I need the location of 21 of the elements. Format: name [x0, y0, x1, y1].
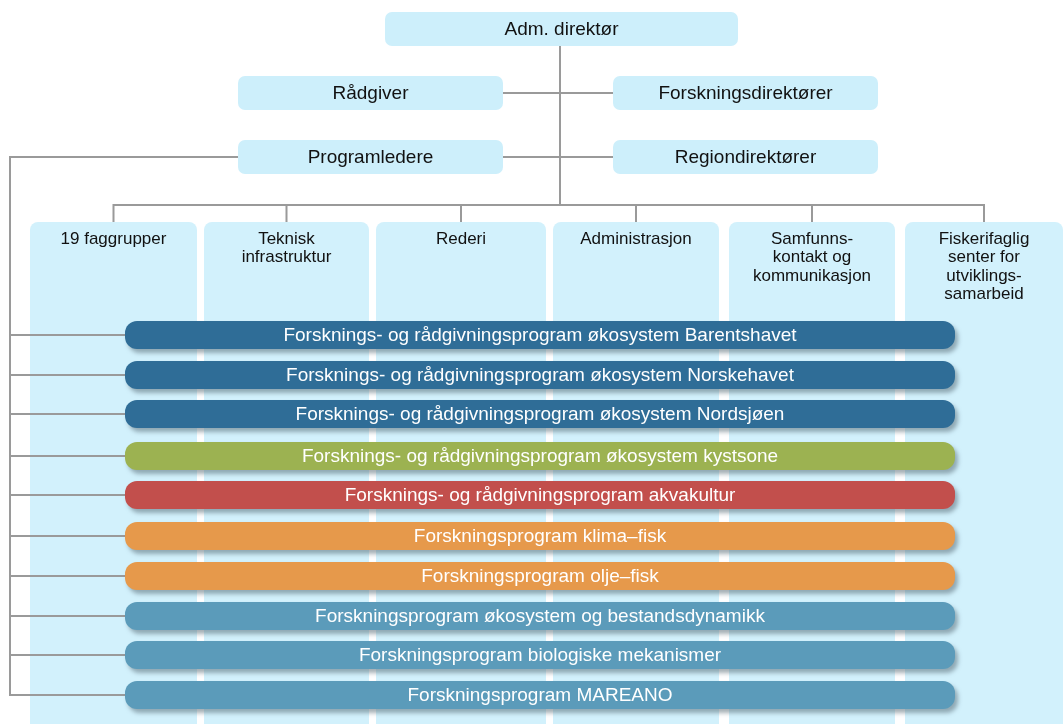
- position-box: Rådgiver: [238, 76, 503, 110]
- department-column: 19 faggrupper: [30, 222, 197, 318]
- program-bar: Forskningsprogram klima–fisk: [125, 522, 955, 550]
- position-box: Programledere: [238, 140, 503, 174]
- program-bar: Forskningsprogram biologiske mekanismer: [125, 641, 955, 669]
- program-bar: Forsknings- og rådgivningsprogram økosystem Barentshavet: [125, 321, 955, 349]
- department-column: Fiskerifaglig senter for utviklings- samarbeid: [905, 222, 1063, 318]
- program-bar: Forskningsprogram olje–fisk: [125, 562, 955, 590]
- department-column: Samfunns- kontakt og kommunikasjon: [729, 222, 895, 318]
- program-bar: Forskningsprogram MAREANO: [125, 681, 955, 709]
- department-column: Rederi: [376, 222, 546, 318]
- department-column: Teknisk infrastruktur: [204, 222, 369, 318]
- program-bar: Forsknings- og rådgivningsprogram økosystem kystsone: [125, 442, 955, 470]
- program-bar: Forsknings- og rådgivningsprogram akvakultur: [125, 481, 955, 509]
- program-bar: Forskningsprogram økosystem og bestandsdynamikk: [125, 602, 955, 630]
- program-bar: Forsknings- og rådgivningsprogram økosystem Nordsjøen: [125, 400, 955, 428]
- position-box: Adm. direktør: [385, 12, 738, 46]
- position-box: Regiondirektører: [613, 140, 878, 174]
- department-column: Administrasjon: [553, 222, 719, 318]
- program-bar: Forsknings- og rådgivningsprogram økosystem Norskehavet: [125, 361, 955, 389]
- position-box: Forskningsdirektører: [613, 76, 878, 110]
